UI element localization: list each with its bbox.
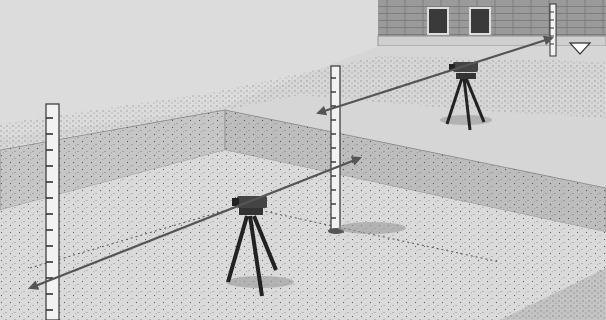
leveling-staff-far bbox=[550, 4, 556, 56]
building-window bbox=[470, 8, 490, 34]
leveling-staff-left bbox=[46, 104, 59, 320]
brick-building bbox=[378, 0, 606, 46]
building-window bbox=[428, 8, 448, 34]
